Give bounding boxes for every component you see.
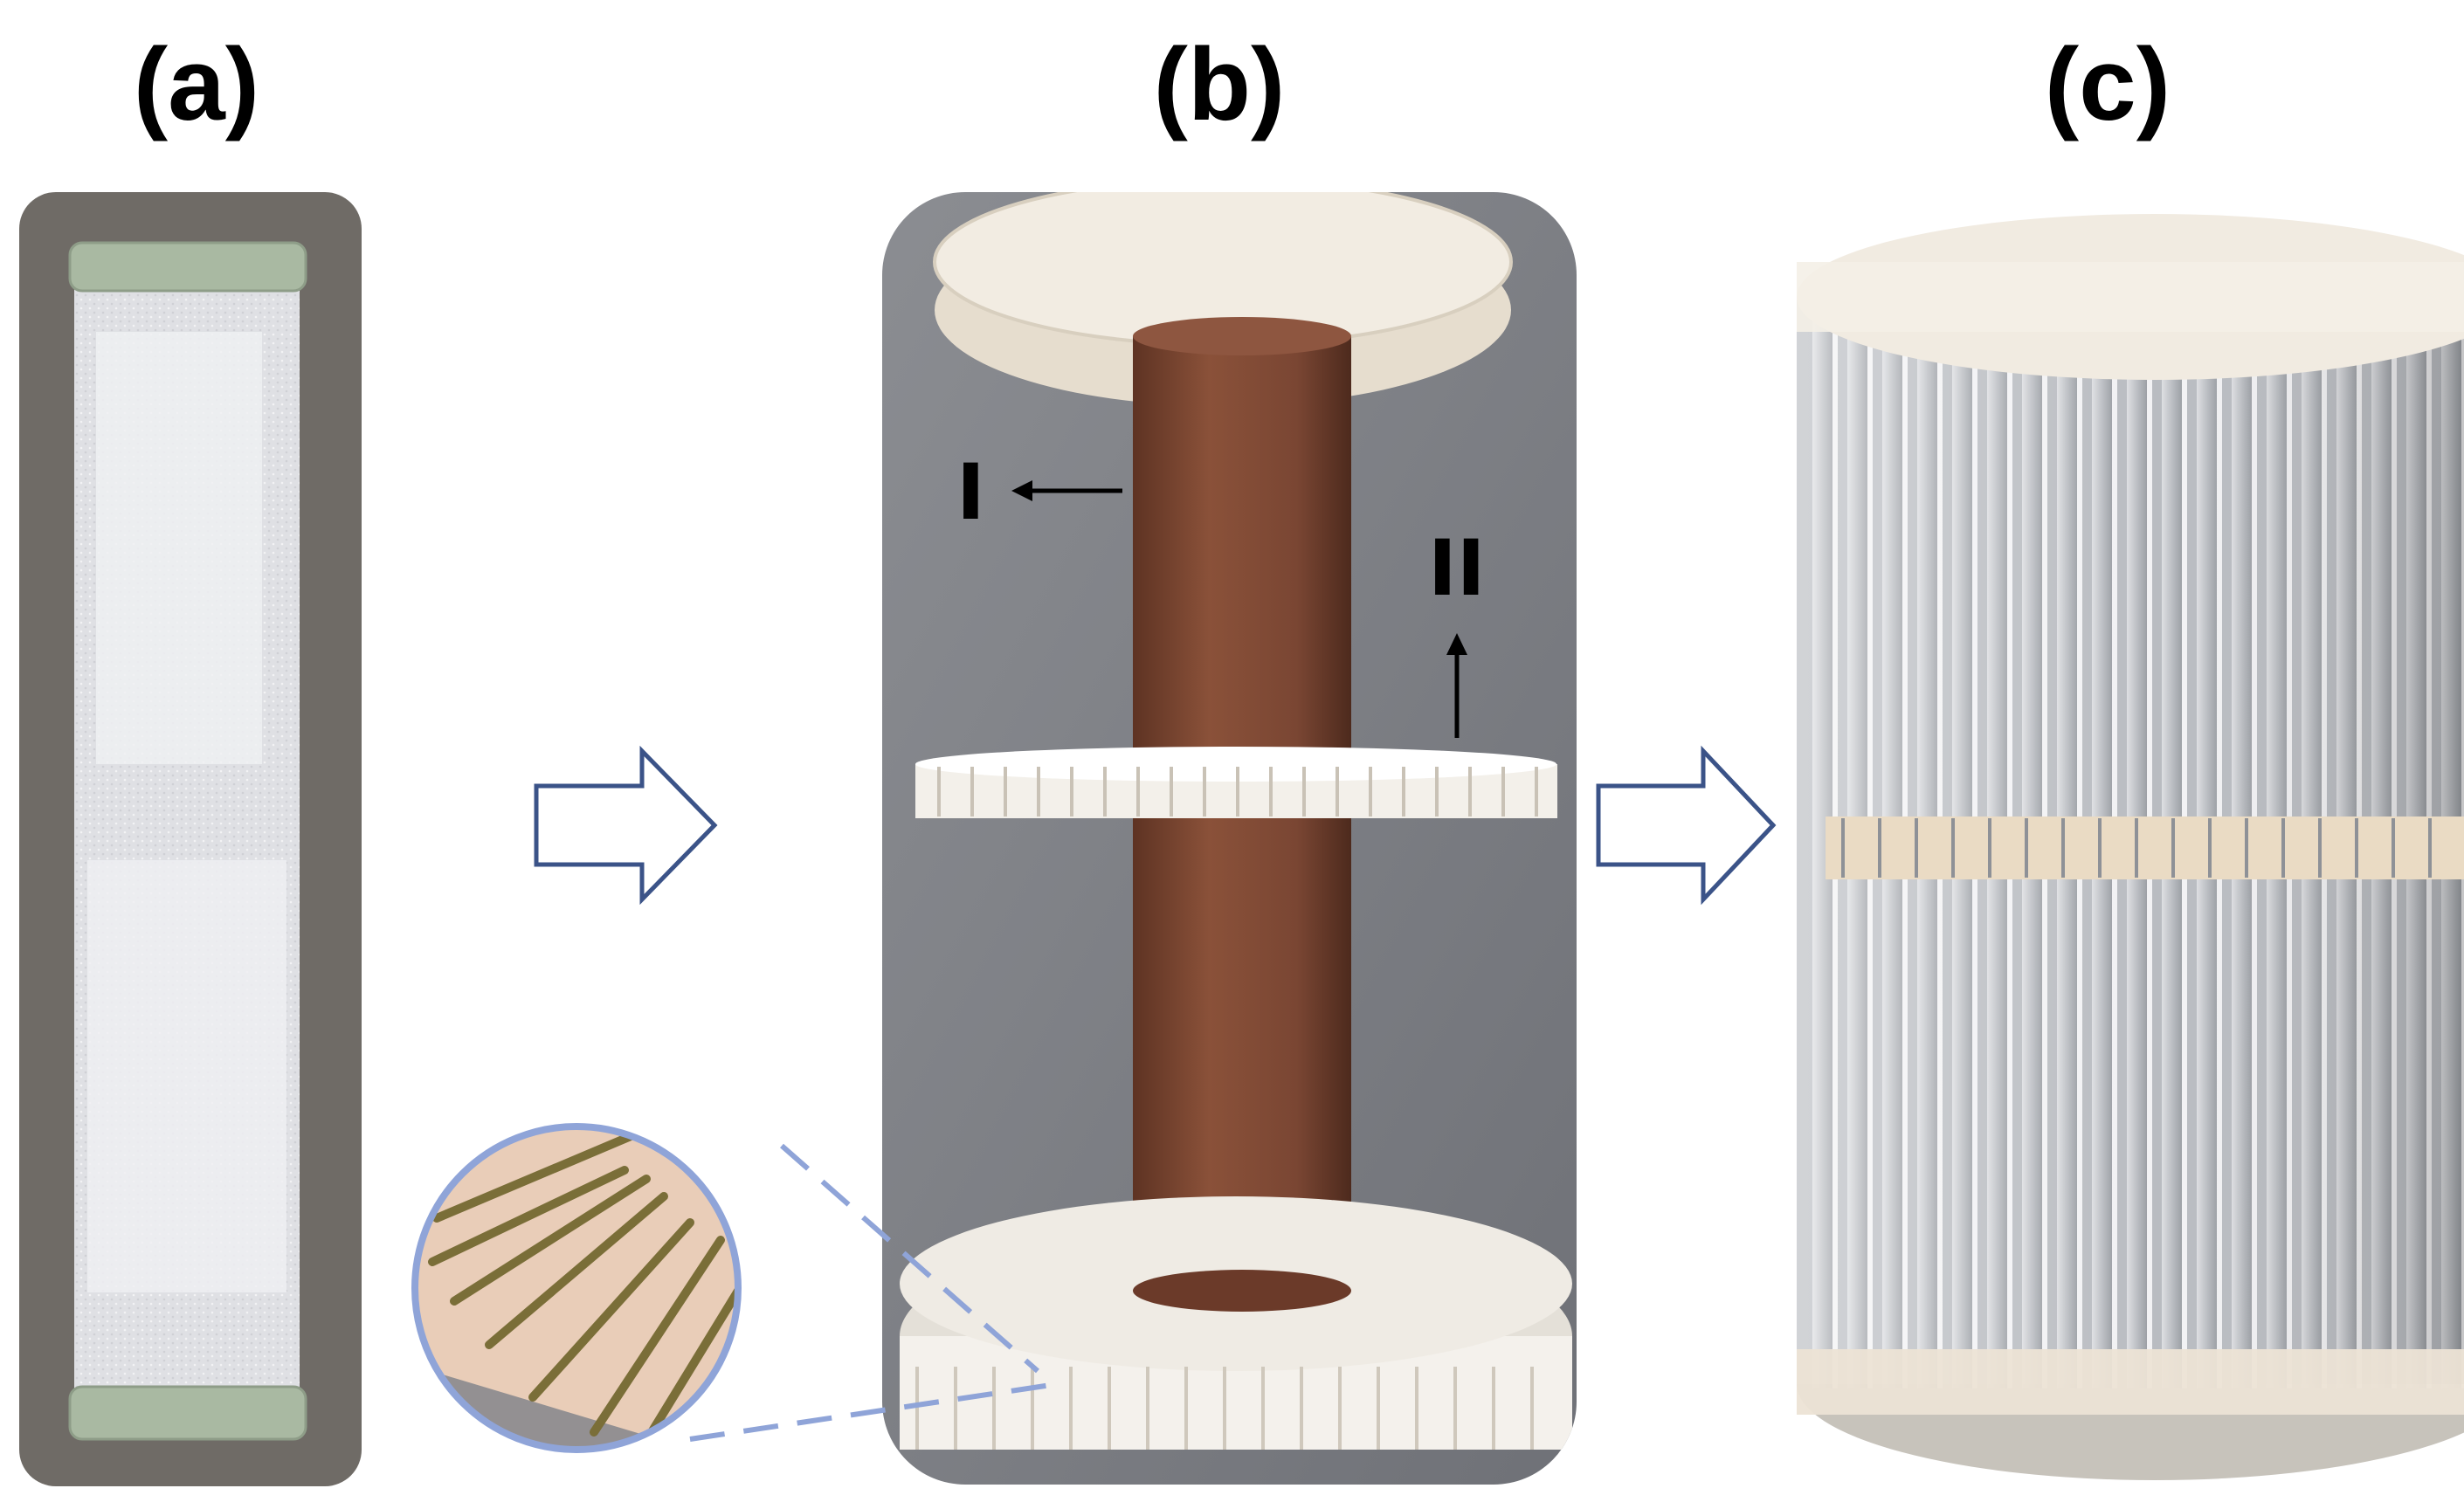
cartridge-middle-ring: [1826, 817, 2464, 879]
bottom-roller: [68, 1385, 307, 1441]
right-arrow-icon: [1596, 745, 1777, 906]
arrow-up-icon: [1446, 633, 1467, 655]
fabric-patch-bottom: [87, 860, 286, 1292]
panel-a-photo: [19, 192, 362, 1486]
panel-label-a: (a): [133, 27, 260, 142]
panel-c-photo: [1797, 214, 2464, 1480]
right-arrow-icon: [534, 745, 718, 906]
fabric-patch-top: [96, 332, 262, 764]
slot-lines: [428, 1127, 738, 1445]
magnifier-guide-bottom: [689, 1382, 1058, 1442]
marker-i: I: [956, 447, 985, 537]
panel-label-b: (b): [1153, 27, 1286, 142]
cartridge-bottom-band: [1797, 1349, 2464, 1415]
panel-label-c: (c): [2044, 27, 2171, 142]
panel-b-photo: [882, 192, 1577, 1485]
arrow-left-icon: [1011, 480, 1032, 501]
magnifier-ring: [411, 1123, 742, 1453]
top-roller: [68, 241, 307, 293]
marker-ii: II: [1428, 523, 1486, 613]
magnifier-guide-top: [780, 1143, 1039, 1374]
